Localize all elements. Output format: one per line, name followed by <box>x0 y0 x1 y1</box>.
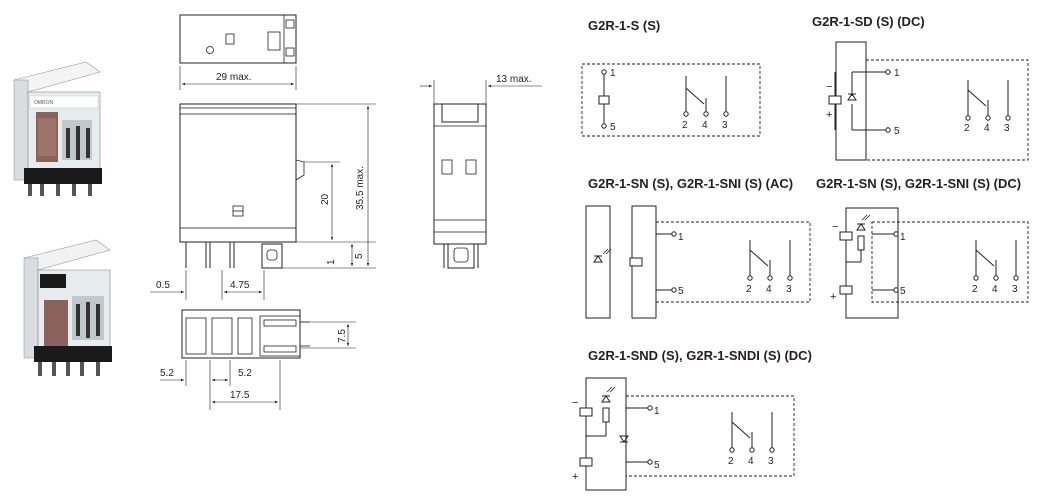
pin-1: 1 <box>678 232 684 243</box>
relay-photo-bottom <box>23 239 112 376</box>
dim-0-5: 0.5 <box>156 280 170 291</box>
dim-width-max: 29 max. <box>216 72 252 83</box>
pin-5: 5 <box>654 460 660 471</box>
circuit-title: G2R-1-SD (S) (DC) <box>812 14 925 29</box>
side-view-drawing: 13 max. <box>420 74 542 269</box>
circuit-g2r-1-sn-dc: G2R-1-SN (S), G2R-1-SNI (S) (DC) − + 1 5… <box>816 176 1029 319</box>
pin-2: 2 <box>964 123 970 134</box>
minus-sign: − <box>832 221 838 233</box>
minus-sign: − <box>826 81 832 93</box>
circuit-title: G2R-1-SND (S), G2R-1-SNDI (S) (DC) <box>588 348 812 363</box>
pin-1: 1 <box>610 68 616 79</box>
pin-1: 1 <box>654 406 660 417</box>
pin-4: 4 <box>766 284 772 295</box>
dim-17-5: 17.5 <box>230 390 250 401</box>
pin-4: 4 <box>984 123 990 134</box>
pin-4: 4 <box>992 284 998 295</box>
plus-sign: + <box>826 109 832 121</box>
dim-7-5: 7.5 <box>337 329 348 343</box>
pin-1: 1 <box>900 232 906 243</box>
pin-4: 4 <box>748 456 754 467</box>
circuit-g2r-1-s: G2R-1-S (S) 1 5 2 4 3 <box>581 18 761 137</box>
relay-photo-top: OMRON <box>13 61 102 196</box>
bottom-view-drawing: 7.5 5.2 5.2 17.5 <box>160 309 356 410</box>
pin-5: 5 <box>610 122 616 133</box>
photo-brand-label: OMRON <box>34 100 54 106</box>
dim-height-max: 35.5 max. <box>355 166 366 210</box>
circuit-g2r-1-sn-ac: G2R-1-SN (S), G2R-1-SNI (S) (AC) 1 5 2 4… <box>585 176 811 319</box>
pin-1: 1 <box>894 68 900 79</box>
plus-sign: + <box>572 471 578 483</box>
pin-3: 3 <box>768 456 774 467</box>
dim-pin-5: 5 <box>354 253 365 259</box>
pin-2: 2 <box>682 120 688 131</box>
circuit-g2r-1-sd: G2R-1-SD (S) (DC) − + 1 5 2 4 3 <box>812 14 1029 161</box>
pin-2: 2 <box>972 284 978 295</box>
minus-sign: − <box>572 397 578 409</box>
dim-5-2-left: 5.2 <box>160 368 174 379</box>
pin-3: 3 <box>1012 284 1018 295</box>
plus-sign: + <box>830 291 836 303</box>
circuit-title: G2R-1-SN (S), G2R-1-SNI (S) (AC) <box>588 176 793 191</box>
circuit-title: G2R-1-SN (S), G2R-1-SNI (S) (DC) <box>816 176 1021 191</box>
dim-depth-max: 13 max. <box>496 74 532 85</box>
pin-3: 3 <box>1004 123 1010 134</box>
pin-4: 4 <box>702 120 708 131</box>
pin-3: 3 <box>722 120 728 131</box>
pin-5: 5 <box>894 126 900 137</box>
pin-5: 5 <box>678 286 684 297</box>
dim-pin-1: 1 <box>326 259 337 265</box>
dim-5-2-right: 5.2 <box>238 368 252 379</box>
circuit-g2r-1-snd: G2R-1-SND (S), G2R-1-SNDI (S) (DC) − + 1… <box>572 348 812 491</box>
dim-4-75: 4.75 <box>230 280 250 291</box>
pin-2: 2 <box>746 284 752 295</box>
dim-20: 20 <box>320 193 331 205</box>
front-view-drawing: 29 max. 35.5 max. 20 5 1 <box>150 14 376 300</box>
circuit-title: G2R-1-S (S) <box>588 18 660 33</box>
pin-5: 5 <box>900 286 906 297</box>
pin-2: 2 <box>728 456 734 467</box>
pin-3: 3 <box>786 284 792 295</box>
